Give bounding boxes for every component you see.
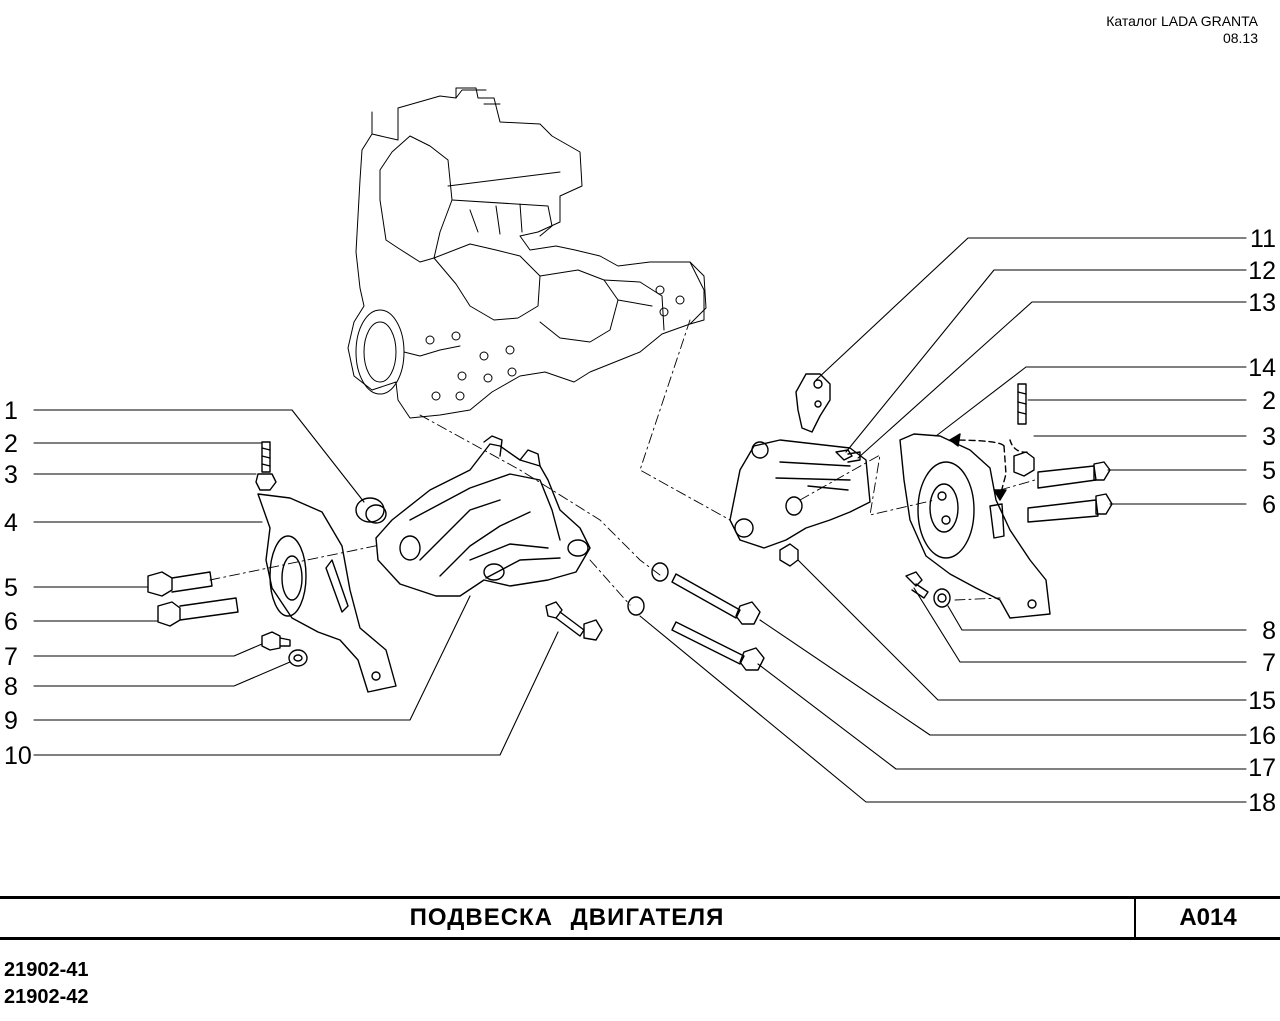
callout-5: 5 [4,574,18,602]
model-code-1: 21902-41 [4,959,89,981]
callouts-left: 1 2 3 4 5 6 7 8 9 10 [4,397,32,770]
callout-15: 15 [1248,687,1276,715]
catalog-header: Каталог LADA GRANTA [1106,13,1258,29]
right-bracket-assembly [729,373,871,567]
callout-10: 10 [4,742,32,770]
callout-9: 9 [4,707,18,735]
callout-3-right: 3 [1262,423,1276,451]
callout-18: 18 [1248,789,1276,817]
callout-8-right: 8 [1262,617,1276,645]
callout-7-right: 7 [1262,649,1276,677]
center-bracket-assembly [375,435,765,671]
callouts-right: 11 12 13 14 2 3 5 6 8 7 15 16 17 18 [1248,225,1276,817]
callout-16: 16 [1248,722,1276,750]
right-mount-assembly [899,383,1113,619]
page-code: A014 [1134,899,1280,937]
left-mount-assembly [147,441,397,693]
left-mount-body [257,493,397,693]
callout-17: 17 [1248,754,1276,782]
callout-6: 6 [4,608,18,636]
catalog-date: 08.13 [1222,30,1258,46]
engine-mount-exploded-diagram: 1 2 3 4 5 6 7 8 9 10 11 12 13 14 2 3 5 6… [4,87,1276,817]
engine-gearbox-outline [347,87,707,419]
callout-14: 14 [1248,354,1276,382]
callout-11: 11 [1250,225,1276,253]
callout-13: 13 [1248,289,1276,317]
callout-1: 1 [4,397,18,425]
callout-4: 4 [4,509,18,537]
title-bar: ПОДВЕСКА ДВИГАТЕЛЯ A014 [0,896,1280,940]
callout-6-right: 6 [1262,491,1276,519]
callout-2: 2 [4,430,18,458]
callout-8: 8 [4,673,18,701]
callout-12: 12 [1248,257,1276,285]
callout-7: 7 [4,643,18,671]
leader-lines [33,237,1247,803]
assembly-centerlines [209,319,1036,606]
callout-2-right: 2 [1262,387,1276,415]
callout-3: 3 [4,461,18,489]
callout-5-right: 5 [1262,457,1276,485]
left-nut [255,473,277,491]
model-code-2: 21902-42 [4,986,89,1008]
page-title: ПОДВЕСКА ДВИГАТЕЛЯ [409,904,725,931]
left-stud [261,441,271,473]
